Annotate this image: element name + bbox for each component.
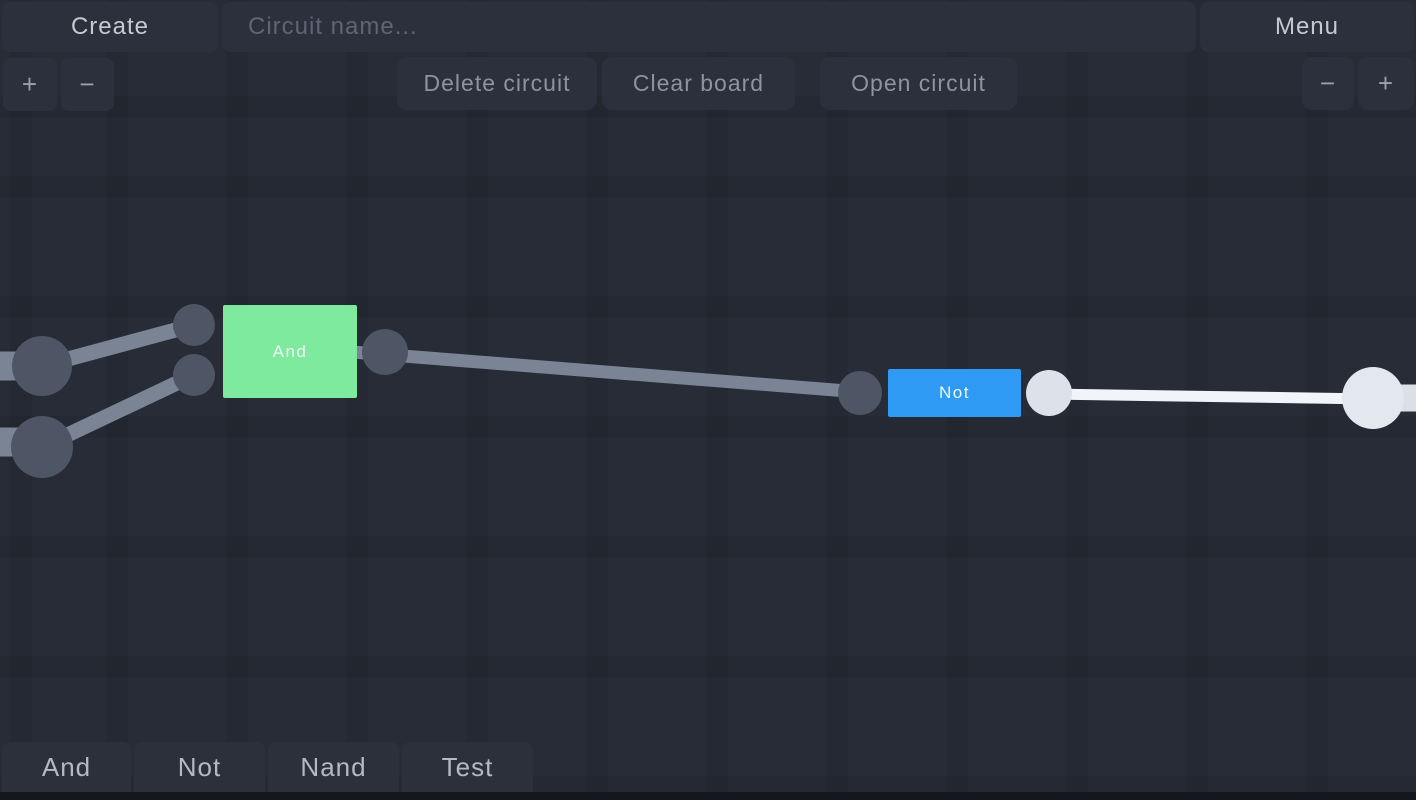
open-circuit-button[interactable]: Open circuit xyxy=(820,57,1017,110)
delete-circuit-button[interactable]: Delete circuit xyxy=(397,57,597,110)
clear-board-button[interactable]: Clear board xyxy=(602,57,795,110)
not-gate-label: Not xyxy=(939,383,970,402)
palette-item-and[interactable]: And xyxy=(2,742,131,792)
and-gate-input-pin-1[interactable] xyxy=(173,304,215,346)
palette-item-test[interactable]: Test xyxy=(402,742,533,792)
wire-and-to-not[interactable] xyxy=(351,345,861,399)
input-node-2[interactable] xyxy=(11,416,73,478)
zoom-in-button-left[interactable]: + xyxy=(3,58,57,111)
circuit-name-input[interactable] xyxy=(222,2,1196,52)
zoom-out-button-right[interactable]: − xyxy=(1302,57,1354,110)
zoom-in-button-right[interactable]: + xyxy=(1358,57,1414,110)
create-button[interactable]: Create xyxy=(2,2,218,52)
not-gate-input-pin[interactable] xyxy=(838,371,882,415)
palette-item-nand[interactable]: Nand xyxy=(268,742,399,792)
and-gate-input-pin-2[interactable] xyxy=(173,354,215,396)
menu-button[interactable]: Menu xyxy=(1200,2,1414,52)
wire-not-to-terminal-active[interactable] xyxy=(1048,388,1374,405)
and-gate-label: And xyxy=(272,341,308,361)
terminal-node-active[interactable] xyxy=(1342,367,1404,429)
and-gate[interactable]: And xyxy=(223,305,357,398)
palette-item-not[interactable]: Not xyxy=(134,742,265,792)
bottom-edge-strip xyxy=(0,792,1416,800)
and-gate-output-pin[interactable] xyxy=(362,329,408,375)
not-gate[interactable]: Not xyxy=(888,369,1021,417)
input-node-1[interactable] xyxy=(12,336,72,396)
not-gate-output-pin-active[interactable] xyxy=(1026,370,1072,416)
zoom-out-button-left[interactable]: − xyxy=(61,58,114,111)
